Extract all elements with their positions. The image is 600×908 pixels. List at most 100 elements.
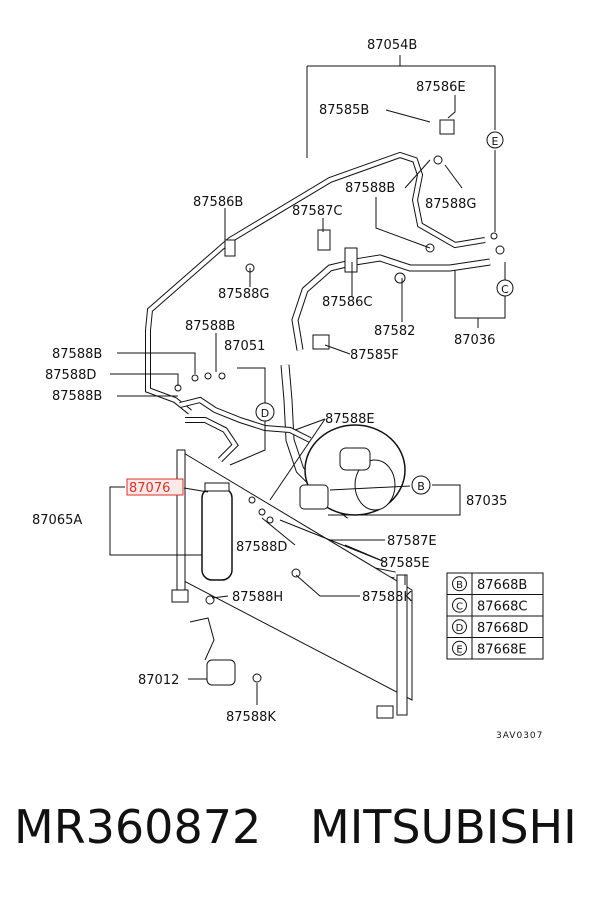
legend-letter-circle (452, 597, 467, 613)
clamp-87587C (317, 229, 331, 251)
leader-line (261, 517, 296, 546)
leader-line (329, 485, 411, 491)
svg-text:D: D (261, 407, 269, 420)
condenser-tank-left (176, 449, 186, 601)
legend-part-number: 87668B (477, 578, 527, 593)
compressor-pulley (354, 459, 396, 511)
label-87588B-top: 87588B (345, 181, 395, 196)
bolt (205, 595, 215, 605)
label-87065A: 87065A (32, 513, 82, 528)
leader-line (375, 197, 431, 249)
svg-text:E: E (492, 135, 499, 148)
legend-letter-circle (452, 619, 467, 635)
label-87586E: 87586E (416, 80, 466, 95)
label-87036: 87036 (454, 333, 495, 348)
receiver-cap (204, 482, 230, 492)
leader-line (307, 65, 496, 130)
circle-letter-e: E (486, 131, 504, 149)
label-87588B-left: 87588B (52, 347, 102, 362)
leader-line (444, 164, 463, 189)
leader-line (385, 109, 431, 123)
bolt (433, 155, 443, 165)
highlighted-part-87076: 87076 (126, 478, 184, 496)
label-87012: 87012 (138, 673, 179, 688)
label-87585B: 87585B (319, 103, 369, 118)
clamp-87586B (224, 239, 236, 257)
label-87054B: 87054B (367, 38, 417, 53)
label-87051: 87051 (224, 339, 265, 354)
mount (376, 705, 394, 719)
legend-part-number: 87668D (477, 621, 528, 636)
leader-line (183, 487, 209, 493)
circle-letter-c: C (496, 279, 514, 297)
condenser-tank-right (396, 574, 408, 716)
label-87588H: 87588H (232, 590, 283, 605)
legend-letter: B (456, 580, 463, 591)
leader-line (454, 270, 506, 319)
leader-line (211, 595, 229, 599)
legend-letter-circle (452, 640, 467, 656)
legend-table: B 87668B C 87668C D 87668D E 87668E (446, 572, 544, 660)
leader-line (269, 418, 326, 501)
label-87588G-top: 87588G (425, 197, 476, 212)
label-87588G: 87588G (218, 287, 269, 302)
drier-bracket (206, 659, 236, 686)
leader-line (324, 344, 351, 355)
legend-letter: D (456, 623, 464, 634)
leader-line (110, 373, 179, 386)
bolt (204, 372, 212, 380)
bolt (258, 508, 266, 516)
leader-line (328, 500, 461, 516)
circle-letter-d: D (255, 402, 275, 422)
label-87588D: 87588D (236, 540, 287, 555)
leader-line (109, 486, 125, 519)
o-ring (495, 245, 505, 255)
pipe-87054B-lower-inner (146, 330, 192, 414)
leader-line (404, 159, 431, 189)
leader-line (344, 544, 386, 563)
label-87587E: 87587E (387, 534, 437, 549)
clamp-87586E (439, 119, 455, 135)
bolt (252, 673, 262, 683)
bolt (191, 374, 199, 382)
legend-part-number: 87668C (477, 599, 527, 614)
legend-letter: C (456, 601, 463, 612)
bolt (218, 372, 226, 380)
pipe-87051-inner (179, 397, 311, 442)
label-87588E: 87588E (325, 412, 375, 427)
label-87585E: 87585E (380, 556, 430, 571)
label-87586C: 87586C (322, 295, 372, 310)
pipe-87054B-inner (146, 152, 486, 331)
pipe-87054B (145, 151, 486, 331)
clamp-87586C (344, 247, 358, 273)
legend-letter: E (456, 644, 462, 655)
footer: MR360872 MITSUBISHI (0, 800, 600, 880)
leader-line (117, 352, 196, 374)
label-87588K: 87588K (226, 710, 276, 725)
label-87035: 87035 (466, 494, 507, 509)
leader-line (294, 418, 326, 431)
clamp-87585F (312, 334, 330, 350)
svg-text:C: C (501, 283, 509, 296)
label-87076: 87076 (129, 481, 170, 496)
leader-line (432, 484, 461, 500)
diagram-code: 3AV0307 (496, 731, 543, 741)
o-ring (490, 232, 498, 240)
bolt (291, 568, 301, 578)
circle-letter-b: B (411, 475, 431, 495)
o-ring (394, 272, 406, 284)
parts-diagram: E C D B 87054B 87586E 87585B 87588B 8758… (32, 38, 544, 741)
label-87587C: 87587C (292, 204, 342, 219)
label-87582: 87582 (374, 324, 415, 339)
compressor-fitting (339, 447, 371, 471)
legend-letter-circle (452, 576, 467, 592)
legend-part-number: 87668E (477, 642, 527, 657)
svg-text:B: B (417, 480, 425, 493)
bolt (266, 516, 274, 524)
leader-line (447, 95, 456, 119)
bolt (248, 496, 256, 504)
receiver-drier (201, 487, 233, 581)
brand-name: MITSUBISHI (310, 800, 577, 854)
label-87588B-left2: 87588B (52, 389, 102, 404)
label-87588B-mid: 87588B (185, 319, 235, 334)
